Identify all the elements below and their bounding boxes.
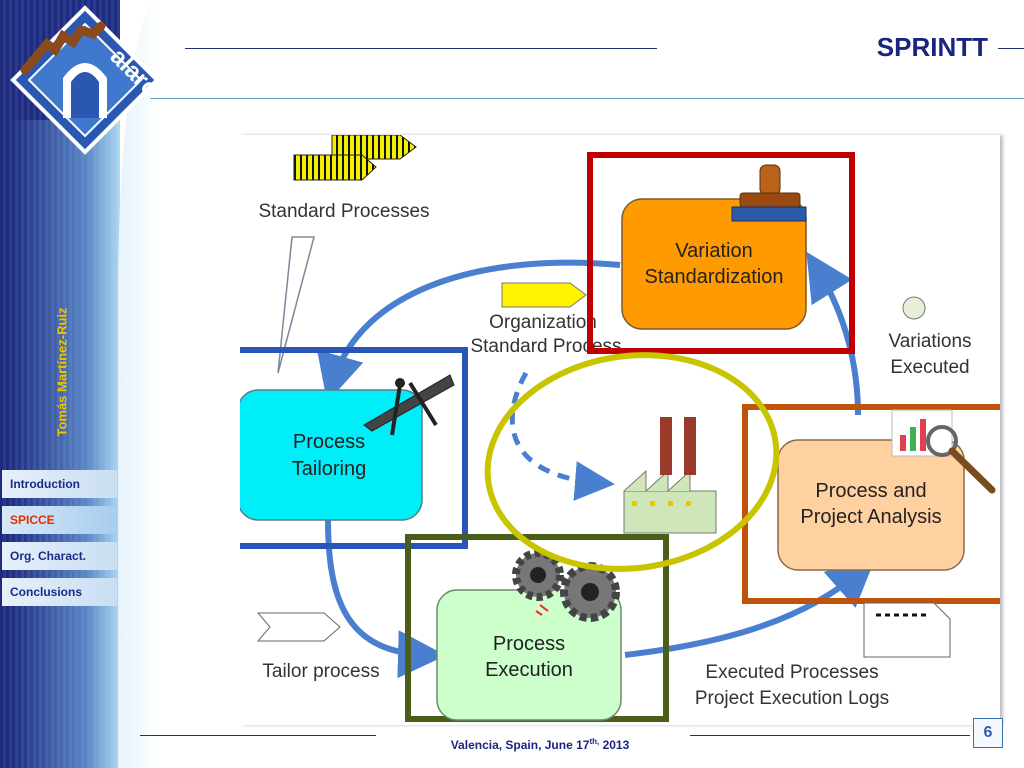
tailoring-input-arrow: [277, 236, 315, 374]
process-tailoring-line2: Tailoring: [292, 458, 366, 480]
nav-item-org-charact[interactable]: Org. Charact.: [2, 542, 117, 570]
sidebar-curve: [118, 0, 158, 768]
sidebar-nav: Introduction SPICCE Org. Charact. Conclu…: [2, 470, 117, 614]
title-dash: [998, 48, 1024, 49]
nav-item-spicce[interactable]: SPICCE: [2, 506, 117, 534]
org-process-icon: [501, 282, 587, 308]
sidebar-glow: [10, 120, 120, 768]
org-standard-process-line2: Standard Process: [470, 336, 621, 357]
dashed-arrow-to-organization: [509, 371, 615, 501]
factory-icon: [623, 417, 717, 534]
execution-logs-document-icon: [863, 602, 951, 658]
arrow-execution-to-analysis: [624, 558, 876, 658]
diagram-canvas: Standard Processes Organization Standard…: [202, 134, 1008, 722]
footer-rule-left: [140, 735, 376, 736]
nav-item-introduction[interactable]: Introduction: [2, 470, 117, 498]
gears-icon: [512, 549, 620, 622]
process-execution-line1: Process: [493, 633, 565, 655]
arrow-analysis-to-variation: [806, 251, 861, 416]
variations-executed-marker: [902, 296, 926, 320]
variations-executed-line2: Executed: [890, 357, 969, 378]
footer-place: Valencia, Spain, June 17: [450, 738, 590, 752]
process-diagram: Standard Processes Organization Standard…: [202, 134, 1008, 725]
tailor-process-icon: [256, 612, 341, 642]
process-analysis-box: [777, 439, 965, 571]
standard-processes-label: Standard Processes: [258, 201, 429, 222]
executed-processes-line2: Project Execution Logs: [695, 688, 889, 709]
executed-processes-line1: Executed Processes: [705, 662, 878, 683]
drafting-tools-icon: [363, 374, 455, 436]
highlight-ellipse: [484, 352, 780, 572]
footer-suffix: th,: [589, 737, 600, 746]
arrow-tailoring-to-execution: [325, 519, 446, 679]
alarcos-logo: alarcos: [10, 5, 183, 155]
page-number: 6: [973, 718, 1003, 748]
variation-frame: [587, 152, 855, 354]
author-name: Tomás Martínez-Ruiz: [54, 307, 70, 437]
analysis-chart-icon: [891, 409, 996, 494]
slide-title: SPRINTT: [876, 32, 988, 62]
variation-standardization-box: [621, 198, 807, 330]
header-subline: [150, 98, 1024, 99]
footer-rule-right: [690, 735, 970, 736]
standard-processes-icon: [293, 134, 417, 181]
nav-item-conclusions[interactable]: Conclusions: [2, 578, 117, 606]
variation-standardization-line1: Variation: [675, 240, 752, 262]
process-tailoring-line1: Process: [293, 431, 365, 453]
process-execution-line2: Execution: [485, 659, 573, 681]
tailor-process-label: Tailor process: [262, 661, 379, 682]
footer-location-date: Valencia, Spain, June 17th, 2013: [0, 737, 1024, 752]
footer-year: 2013: [599, 738, 630, 752]
process-analysis-line1: Process and: [815, 480, 926, 502]
process-analysis-line2: Project Analysis: [800, 506, 941, 528]
stamp-icon: [731, 164, 807, 222]
variation-standardization-line2: Standardization: [645, 266, 784, 288]
org-standard-process-line1: Organization: [489, 312, 597, 333]
variations-executed-line1: Variations: [888, 331, 971, 352]
header-rule: [185, 48, 657, 49]
